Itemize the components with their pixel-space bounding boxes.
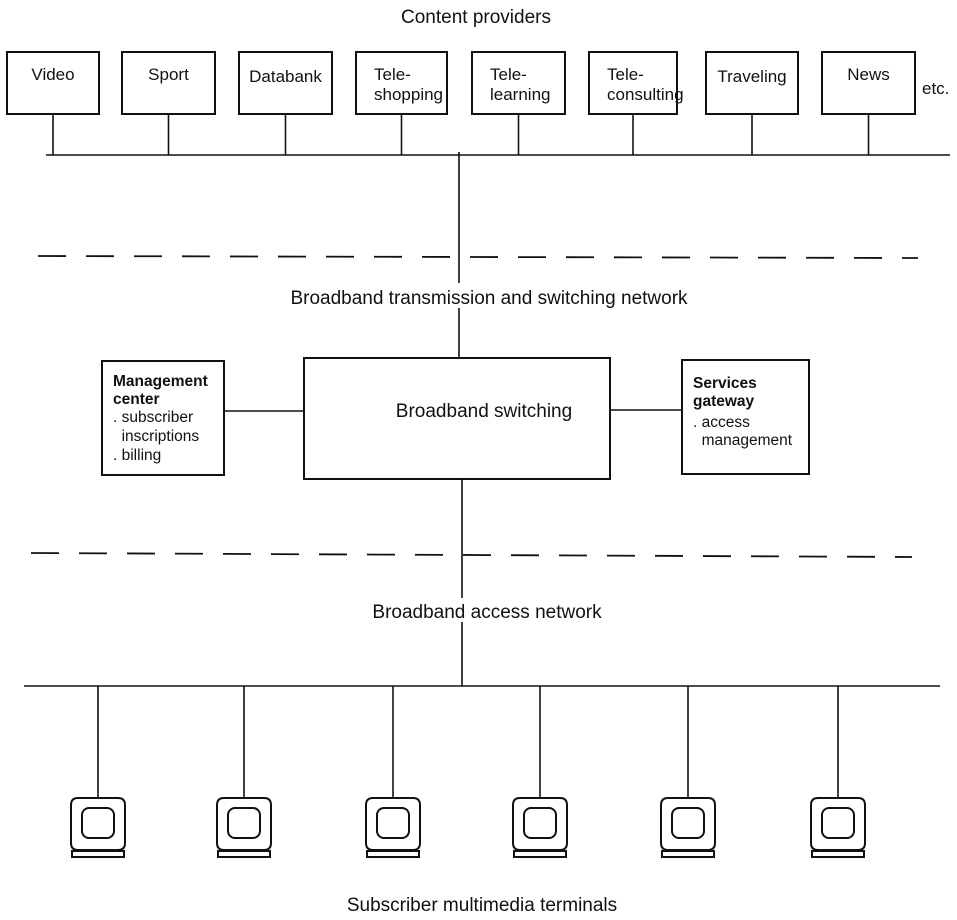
services-gateway-box [681,359,810,475]
computer-terminal-icon [810,686,866,858]
broadband-switching-label: Broadband switching [396,401,572,422]
terminal-keyboard [71,850,125,858]
provider-label: Traveling [717,67,786,86]
provider-box: Traveling [705,51,799,155]
gateway-item-line-2: management [693,432,793,449]
provider-label: consulting [607,85,684,104]
provider-box: Databank [238,51,333,155]
content-providers-label: Content providers [401,7,551,28]
provider-label: Databank [249,67,322,86]
management-item-line-2: inscriptions [113,428,199,445]
provider-box-frame [705,51,799,115]
provider-label: Tele- [607,65,644,84]
provider-box-frame [238,51,333,115]
terminal-screen [227,807,261,839]
broadband-switching-box [303,357,611,480]
provider-box: News [821,51,916,155]
access-network-label: Broadband access network [372,602,602,623]
management-title-line-2: center [113,391,160,408]
management-title-line-1: Management [113,373,208,390]
upper-network-boundary [37,255,919,259]
provider-box: Tele-shopping [355,51,448,155]
etc-label: etc. [922,79,949,98]
terminal-keyboard [217,850,271,858]
provider-box: Tele-learning [471,51,566,155]
provider-box-frame [6,51,100,115]
provider-box-frame [471,51,566,115]
services-gateway-items: . access management [693,414,805,449]
provider-label: Sport [148,65,189,84]
computer-terminal-icon [365,686,421,858]
computer-terminal-icon [70,686,126,858]
transmission-network-label: Broadband transmission and switching net… [290,288,688,309]
terminal-keyboard [366,850,420,858]
provider-box-frame [588,51,678,115]
provider-label: shopping [374,85,443,104]
terminal-keyboard [811,850,865,858]
subscriber-terminals [70,686,866,858]
terminal-screen [821,807,855,839]
terminal-screen [376,807,410,839]
terminal-screen [671,807,705,839]
terminal-screen [81,807,115,839]
management-center-box [101,360,225,476]
terminal-keyboard [661,850,715,858]
management-center-title: Management center [113,373,212,408]
gateway-title-line-2: gateway [693,393,755,410]
provider-box-frame [821,51,916,115]
provider-label: Tele- [490,65,527,84]
terminal-screen [523,807,557,839]
gateway-item-line-1: . access [693,414,750,431]
terminal-keyboard [513,850,567,858]
provider-label: Video [31,65,74,84]
services-gateway-title: Services gateway [693,375,761,410]
provider-box: Video [6,51,100,155]
management-item-line-1: . subscriber [113,409,193,426]
computer-terminal-icon [512,686,568,858]
subscriber-terminals-label: Subscriber multimedia terminals [347,895,617,916]
computer-terminal-icon [660,686,716,858]
provider-box: Tele-consulting [588,51,684,155]
provider-label: learning [490,85,551,104]
computer-terminal-icon [216,686,272,858]
management-item-line-3: . billing [113,447,161,464]
provider-box: Sport [121,51,216,155]
management-center-items: . subscriber inscriptions . billing [113,409,221,464]
provider-label: News [847,65,890,84]
gateway-title-line-1: Services [693,375,757,392]
lower-network-boundary [30,552,913,558]
provider-box-frame [121,51,216,115]
provider-label: Tele- [374,65,411,84]
